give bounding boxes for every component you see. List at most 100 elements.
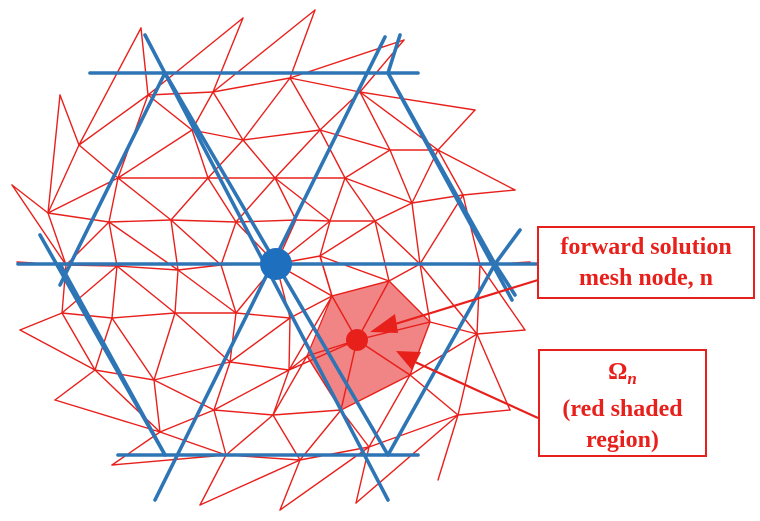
- red-mesh-edge: [457, 409, 511, 416]
- red-mesh-edge: [359, 91, 476, 111]
- red-mesh-edge: [47, 212, 110, 223]
- red-mesh-edge: [212, 9, 316, 93]
- red-mesh-edge: [355, 414, 459, 504]
- blue-mesh-edge: [493, 262, 517, 297]
- red-mesh-edge: [289, 295, 333, 319]
- blue-mesh-edge: [386, 71, 497, 266]
- red-mesh-edge: [344, 149, 391, 179]
- red-mesh-edge: [295, 219, 331, 222]
- red-mesh-edge: [437, 109, 476, 151]
- red-mesh-edge: [272, 355, 308, 416]
- red-mesh-edge: [47, 144, 80, 214]
- node-label-box: forward solution mesh node, n: [537, 226, 755, 299]
- red-mesh-edge: [78, 27, 142, 146]
- red-mesh-edge: [47, 177, 119, 214]
- red-mesh-edge: [213, 409, 227, 456]
- red-mesh-edge: [159, 431, 227, 456]
- red-mesh-edge: [11, 184, 49, 214]
- red-mesh-edge: [94, 369, 161, 433]
- red-mesh-edge: [199, 459, 301, 506]
- red-mesh-edge: [437, 149, 464, 196]
- node-label-line2: mesh node, n: [578, 265, 714, 291]
- red-mesh-edge: [47, 212, 67, 266]
- red-mesh-edge: [147, 94, 193, 131]
- red-mesh-edge: [462, 189, 516, 196]
- red-mesh-edge: [78, 94, 149, 146]
- red-mesh-edge: [235, 219, 297, 223]
- red-mesh-edge: [356, 280, 390, 341]
- red-mesh-edge: [147, 17, 244, 96]
- red-mesh-edge: [274, 177, 297, 221]
- blue-mesh-edge: [493, 228, 522, 266]
- red-mesh-edge: [220, 221, 237, 266]
- red-mesh-edge: [319, 220, 376, 257]
- red-mesh-edge: [242, 129, 321, 141]
- red-mesh-edge: [213, 361, 231, 411]
- red-mesh-edge: [476, 264, 481, 335]
- red-mesh-edge: [419, 263, 478, 335]
- red-mesh-edge: [462, 194, 481, 266]
- red-mesh-edge: [437, 149, 516, 191]
- red-mesh-edge: [174, 312, 231, 363]
- red-mesh-edge: [279, 446, 370, 511]
- red-mesh-edge: [212, 77, 291, 93]
- red-mesh-edge: [159, 409, 215, 433]
- red-mesh-edge: [61, 265, 118, 314]
- red-mesh-edge: [191, 129, 209, 179]
- arrow-to-node: [370, 278, 539, 333]
- red-mesh-edge: [170, 219, 237, 223]
- red-mesh-edge: [47, 94, 61, 214]
- red-mesh-edge: [344, 177, 376, 222]
- red-mesh-edge: [319, 129, 391, 151]
- red-mesh-edge: [108, 177, 119, 223]
- red-mesh-edge: [340, 339, 358, 411]
- red-mesh-edge: [288, 295, 333, 371]
- red-mesh-edge: [116, 265, 179, 271]
- red-mesh-edge: [242, 77, 291, 141]
- red-mesh-edge: [111, 431, 161, 466]
- red-mesh-edge: [170, 177, 209, 221]
- red-mesh-edge: [409, 374, 459, 416]
- red-mesh-edge: [272, 409, 342, 416]
- omega-symbol-line: Ωn: [540, 357, 705, 394]
- blue-mesh-edge: [386, 262, 497, 457]
- red-mesh-edge: [153, 379, 215, 411]
- red-mesh-edge: [108, 221, 118, 267]
- red-mesh-edge: [288, 339, 358, 371]
- red-mesh-edge: [288, 355, 308, 371]
- red-mesh-edge: [289, 9, 316, 79]
- red-forward-mesh: [11, 9, 531, 511]
- red-mesh-edge: [374, 202, 413, 222]
- red-mesh-edge: [78, 144, 119, 179]
- red-mesh-edge: [319, 220, 331, 257]
- red-mesh-edge: [111, 312, 176, 319]
- blue-mesh-edge: [58, 262, 167, 457]
- red-mesh-edge: [147, 91, 214, 96]
- red-mesh-edge: [11, 184, 67, 266]
- red-mesh-edge: [229, 361, 290, 371]
- red-mesh-edge: [429, 321, 478, 335]
- red-mesh-edge: [242, 139, 276, 179]
- red-mesh-edge: [437, 414, 459, 481]
- red-mesh-edge: [19, 329, 96, 371]
- red-mesh-edge: [272, 414, 301, 461]
- red-mesh-edge: [54, 369, 96, 401]
- red-mesh-edge: [419, 263, 431, 323]
- red-mesh-edge: [213, 369, 290, 411]
- red-mesh-edge: [117, 129, 193, 179]
- red-mesh-edge: [476, 329, 526, 335]
- red-mesh-edge: [220, 264, 237, 314]
- red-mesh-edge: [54, 399, 161, 433]
- red-mesh-edge: [476, 333, 511, 411]
- red-mesh-edge: [111, 265, 118, 319]
- red-mesh-edge: [411, 202, 421, 265]
- red-mesh-edge: [279, 459, 301, 511]
- red-mesh-edge: [170, 219, 222, 266]
- red-mesh-edge: [140, 27, 149, 96]
- red-mesh-edge: [170, 219, 179, 271]
- red-mesh-edge: [59, 94, 80, 146]
- red-mesh-edge: [116, 265, 176, 314]
- red-mesh-edge: [344, 177, 413, 204]
- red-mesh-edge: [235, 312, 291, 319]
